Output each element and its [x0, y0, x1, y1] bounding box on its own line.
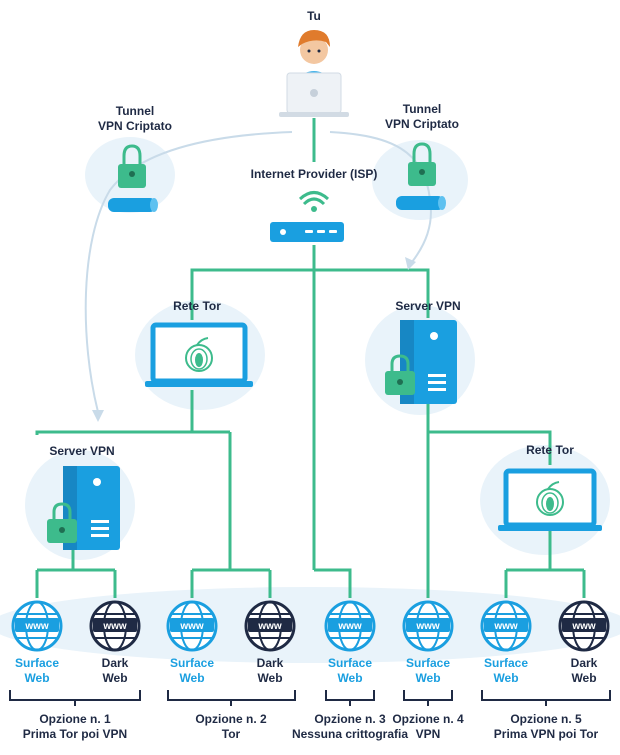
globe-icon: www [324, 600, 376, 652]
onion-icon [185, 337, 213, 372]
tor-right-label: Rete Tor [526, 443, 574, 457]
globe-icon: www [166, 600, 218, 652]
option-4-title: Opzione n. 4 [392, 712, 464, 726]
web-label-line2: Web [102, 671, 128, 685]
option-2-title: Opzione n. 2 [195, 712, 267, 726]
option-2: Opzione n. 2 Tor [176, 712, 286, 742]
web-label-line2: Web [257, 671, 283, 685]
option-5-title: Opzione n. 5 [510, 712, 582, 726]
option-4: Opzione n. 4 VPN [388, 712, 468, 742]
option-1-desc: Prima Tor poi VPN [22, 727, 128, 741]
web-label-line2: Web [179, 671, 205, 685]
web-label-line1: Dark [256, 656, 284, 670]
web-label-line1: Surface [483, 656, 529, 670]
globe-www-text: www [493, 621, 518, 632]
vpn-mid-label: Server VPN [395, 299, 461, 313]
web-label-line1: Dark [101, 656, 129, 670]
background-blobs [0, 137, 620, 663]
web-label-line1: Surface [14, 656, 60, 670]
web-label-line2: Web [337, 671, 363, 685]
web-label-line2: Web [493, 671, 519, 685]
tunnel-right-line1: Tunnel [402, 102, 442, 116]
option-4-desc: VPN [415, 727, 441, 741]
you-label: Tu [307, 9, 321, 23]
web-label-line1: Surface [169, 656, 215, 670]
onion-icon-right [536, 481, 564, 516]
tor-laptop-right [498, 468, 602, 531]
lock-icon-right-tunnel [408, 142, 436, 186]
pipe-icon-left [108, 198, 158, 212]
arrow-heads [92, 257, 416, 422]
globe-www-text: www [337, 621, 362, 632]
web-label-line1: Surface [327, 656, 373, 670]
globe-icon: www [89, 600, 141, 652]
tunnel-left-line2: VPN Criptato [97, 119, 172, 133]
option-3-title: Opzione n. 3 [314, 712, 386, 726]
option-1: Opzione n. 1 Prima Tor poi VPN [15, 712, 135, 742]
globes: www www www www www www www www [11, 600, 610, 652]
web-label-line2: Web [571, 671, 597, 685]
globe-www-text: www [102, 621, 127, 632]
globe-www-text: www [257, 621, 282, 632]
globe-www-text: www [571, 621, 596, 632]
tunnel-right-line2: VPN Criptato [384, 117, 459, 131]
vpn-server-left [47, 466, 120, 550]
pipe-icon-right [396, 196, 446, 210]
tor-mid-label: Rete Tor [173, 299, 221, 313]
globe-icon: www [11, 600, 63, 652]
tunnel-left-line1: Tunnel [115, 104, 155, 118]
globe-icon: www [558, 600, 610, 652]
laptop-icon [279, 72, 349, 117]
globe-www-text: www [415, 621, 440, 632]
vpn-server-mid [385, 320, 457, 404]
tunnel-left-label: Tunnel VPN Criptato [80, 104, 190, 134]
option-3: Opzione n. 3 Nessuna crittografia [285, 712, 415, 742]
globe-icon: www [402, 600, 454, 652]
globe-icon: www [244, 600, 296, 652]
globe-icon: www [480, 600, 532, 652]
connection-lines [35, 118, 586, 598]
tunnel-right-label: Tunnel VPN Criptato [367, 102, 477, 132]
option-1-title: Opzione n. 1 [39, 712, 111, 726]
option-2-desc: Tor [221, 727, 241, 741]
web-label-line2: Web [24, 671, 50, 685]
web-label-line1: Surface [405, 656, 451, 670]
web-label-line2: Web [415, 671, 441, 685]
router-icon [270, 191, 344, 242]
lock-icon-left-tunnel [118, 144, 146, 188]
tor-laptop-mid [145, 322, 253, 387]
globe-www-text: www [24, 621, 49, 632]
isp-label: Internet Provider (ISP) [250, 167, 378, 181]
globe-www-text: www [179, 621, 204, 632]
option-5: Opzione n. 5 Prima VPN poi Tor [486, 712, 606, 742]
option-3-desc: Nessuna crittografia [291, 727, 409, 741]
web-label-line1: Dark [570, 656, 598, 670]
vpn-left-label: Server VPN [49, 444, 115, 458]
tunnel-arcs [84, 131, 432, 413]
option-5-desc: Prima VPN poi Tor [493, 727, 599, 741]
option-brackets [9, 690, 611, 706]
